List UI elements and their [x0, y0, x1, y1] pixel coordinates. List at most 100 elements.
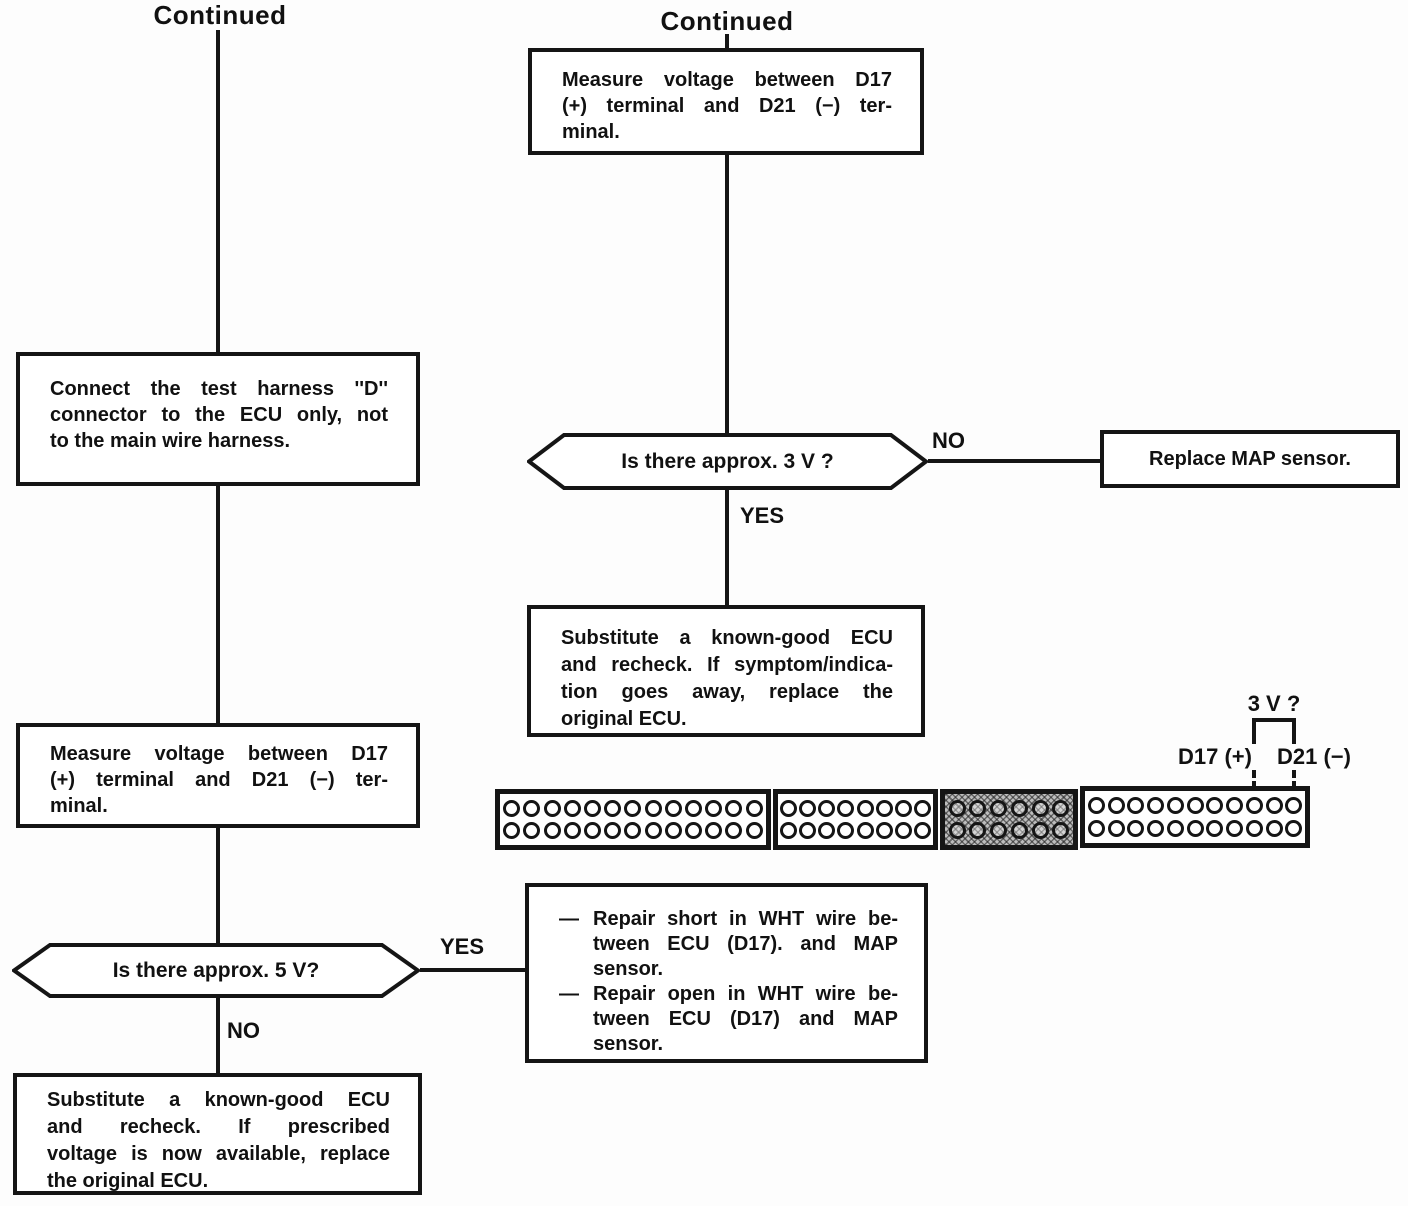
connector-pin — [563, 822, 581, 840]
probe-bracket-right — [1292, 718, 1296, 744]
connector-pin — [644, 822, 662, 840]
pin-row — [1085, 797, 1305, 814]
probe-dashed-line-d17 — [1252, 770, 1256, 800]
replace-map-sensor-label: Replace MAP sensor. — [1149, 448, 1351, 470]
box-line: minal. — [50, 795, 108, 817]
connector-pin — [584, 799, 602, 817]
decision-3v-question: Is there approx. 3 V ? — [621, 449, 834, 473]
decision-5v-question: Is there approx. 5 V? — [112, 958, 320, 982]
replace-map-sensor-box: Replace MAP sensor. — [1100, 430, 1400, 488]
connector-pin — [1127, 820, 1145, 837]
connector-pin — [1107, 797, 1125, 814]
box-line: Substitute a known-good ECU — [561, 627, 893, 649]
probe-voltage-label: 3 V ? — [1247, 691, 1301, 716]
box-line: Measure voltage between D17 — [50, 743, 388, 765]
connector-pin — [1127, 797, 1145, 814]
pin-row — [778, 822, 933, 840]
flow-line-right-1 — [725, 34, 729, 48]
flow-line-left-2 — [216, 486, 220, 723]
connector-pin — [523, 799, 541, 817]
connector-pin — [745, 799, 763, 817]
pin-label-d21: D21 (−) — [1277, 744, 1351, 769]
connector-pin — [624, 799, 642, 817]
connector-pin — [856, 822, 874, 840]
no-line-right — [928, 459, 1100, 463]
probe-dashed-line-d21 — [1292, 770, 1296, 800]
connector-pin — [1031, 822, 1049, 840]
connector-pin — [1245, 797, 1263, 814]
box-line: (+) terminal and D21 (−) ter- — [50, 769, 388, 791]
connector-pin — [990, 822, 1008, 840]
connector-pin — [1010, 822, 1028, 840]
pin-row — [778, 799, 933, 817]
connector-pin — [705, 822, 723, 840]
connector-pin — [1226, 797, 1243, 814]
box-line: and recheck. If prescribed — [47, 1116, 390, 1138]
connector-pin — [1087, 820, 1105, 837]
connector-pin — [1285, 820, 1303, 837]
connector-pin — [745, 822, 763, 840]
flow-line-right-2 — [725, 155, 729, 433]
repair-item-open: — Repair open in WHT wire be- tween ECU … — [559, 982, 898, 1057]
measure-voltage-box-left: Measure voltage between D17 (+) terminal… — [16, 723, 420, 828]
box-line: Substitute a known-good ECU — [47, 1089, 390, 1111]
connector-pin — [1166, 820, 1184, 837]
connector-pin — [1052, 799, 1070, 817]
connector-pin — [705, 799, 723, 817]
connector-pin — [503, 799, 521, 817]
connector-pin — [837, 799, 855, 817]
pin-row — [945, 799, 1073, 817]
box-line: sensor. — [593, 1033, 664, 1055]
box-line: minal. — [562, 121, 620, 143]
connector-pin — [818, 799, 836, 817]
yes-label-right: YES — [740, 503, 785, 528]
connector-pin — [894, 799, 912, 817]
connector-pin — [664, 799, 682, 817]
repair-item-short: — Repair short in WHT wire be- tween ECU… — [559, 907, 898, 982]
probe-bracket-left — [1252, 718, 1256, 744]
connector-pin — [1087, 797, 1105, 814]
connector-segment-3-shaded — [940, 789, 1078, 850]
decision-5v-hexagon: Is there approx. 5 V? — [12, 943, 420, 998]
connector-pin — [1031, 799, 1049, 817]
connector-pin — [1265, 820, 1283, 837]
connector-pin — [894, 822, 912, 840]
box-line: Measure voltage between D17 — [562, 69, 892, 91]
connector-pin — [1147, 797, 1164, 814]
connector-pin — [1265, 797, 1283, 814]
connector-pin — [875, 822, 893, 840]
hexagon-shape — [527, 433, 928, 490]
box-line: Repair short in WHT wire be- — [593, 908, 898, 930]
substitute-ecu-box-right: Substitute a known-good ECU and recheck.… — [527, 605, 925, 737]
connector-pin — [948, 822, 966, 840]
connector-pin — [644, 799, 662, 817]
connector-pin — [818, 822, 836, 840]
flow-line-left-3 — [216, 828, 220, 943]
connector-pin — [664, 822, 682, 840]
connector-pin — [1166, 797, 1184, 814]
box-line: tween ECU (D17) and MAP — [593, 1008, 898, 1030]
box-line: original ECU. — [561, 708, 687, 730]
connector-pin — [624, 822, 642, 840]
continued-label-right: Continued — [660, 6, 794, 36]
box-line: the original ECU. — [47, 1170, 209, 1192]
connector-pin — [990, 799, 1008, 817]
box-line: Repair open in WHT wire be- — [593, 983, 898, 1005]
decision-3v-hexagon: Is there approx. 3 V ? — [527, 433, 928, 490]
connector-pin — [969, 822, 987, 840]
yes-label-left: YES — [440, 934, 485, 959]
connector-pin — [1206, 820, 1224, 837]
connector-pin — [1107, 820, 1125, 837]
connector-segment-2 — [773, 789, 938, 850]
connector-pin — [604, 822, 622, 840]
measure-voltage-box-right: Measure voltage between D17 (+) terminal… — [528, 48, 924, 155]
connector-pin — [563, 799, 581, 817]
box-line: voltage is now available, replace — [47, 1143, 390, 1165]
connector-pin — [837, 822, 855, 840]
connector-pin — [1052, 822, 1070, 840]
connector-pin — [1147, 820, 1164, 837]
no-line-left — [216, 998, 220, 1073]
pin-row — [500, 822, 766, 840]
connector-pin — [1206, 797, 1224, 814]
connector-pin — [1245, 820, 1263, 837]
